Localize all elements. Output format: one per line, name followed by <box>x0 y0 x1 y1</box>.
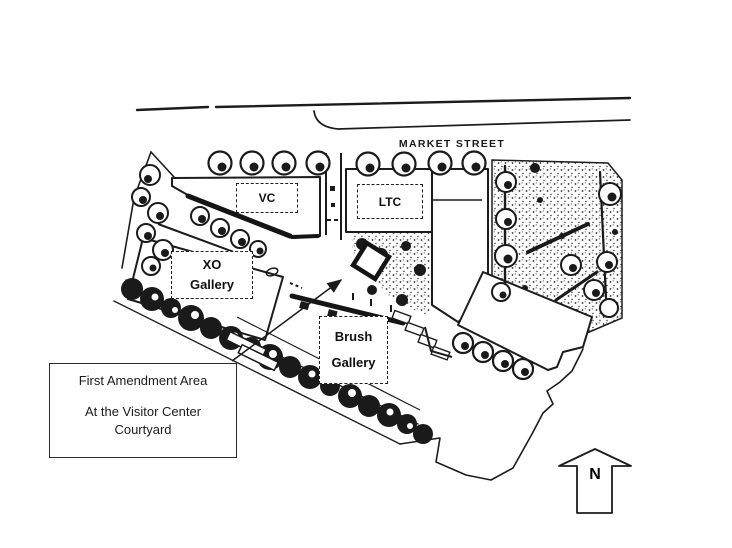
callout-leader-arrow <box>231 279 343 362</box>
market-street-label: MARKET STREET <box>398 138 506 150</box>
vc-dark-walls <box>185 193 320 239</box>
trees <box>131 150 622 381</box>
xo-label-line2: Gallery <box>189 277 235 292</box>
market-street-lines <box>135 96 632 130</box>
callout-line2: At the Visitor Center <box>84 404 202 419</box>
north-arrow-icon <box>558 448 632 514</box>
callout-line1: First Amendment Area <box>78 373 208 388</box>
label-vc-building: VC <box>236 183 298 213</box>
southeast-building <box>457 271 593 371</box>
ltc-label-text: LTC <box>378 194 402 209</box>
label-xo-gallery: XO Gallery <box>171 251 253 299</box>
brush-label-line2: Gallery <box>331 355 376 370</box>
north-arrow-label: N <box>589 466 601 483</box>
courtyard-fountain <box>349 239 393 283</box>
label-ltc-building: LTC <box>357 184 423 219</box>
vc-label-text: VC <box>258 191 276 205</box>
brush-label-line1: Brush <box>334 329 373 344</box>
callout-line3: Courtyard <box>114 422 172 437</box>
label-brush-gallery: Brush Gallery <box>319 316 388 384</box>
first-amendment-callout: First Amendment Area At the Visitor Cent… <box>49 363 237 458</box>
xo-label-line1: XO <box>202 256 222 272</box>
